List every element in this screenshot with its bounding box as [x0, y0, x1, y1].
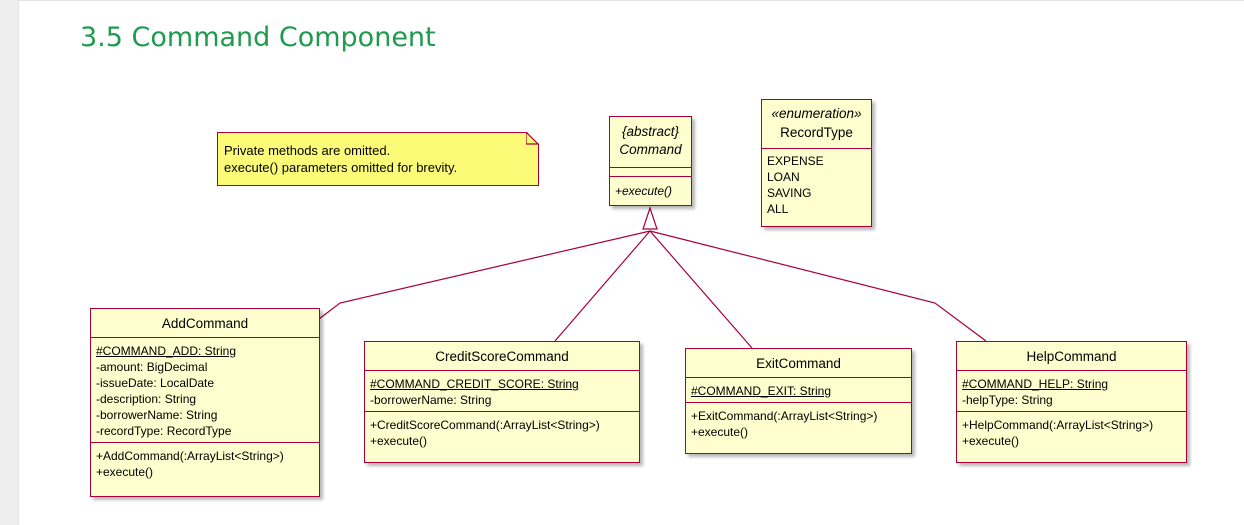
edge-helpcommand-to-command — [649, 230, 987, 342]
class-command-fields — [610, 168, 691, 177]
field: #COMMAND_CREDIT_SCORE: String — [370, 377, 579, 391]
class-creditscorecommand-fields: #COMMAND_CREDIT_SCORE: String -borrowerN… — [365, 371, 639, 411]
class-command-methods: +execute() — [610, 177, 691, 202]
class-exitcommand: ExitCommand #COMMAND_EXIT: String +ExitC… — [685, 348, 912, 454]
edge-creditscorecommand-to-command — [554, 230, 651, 342]
note-fold-corner — [526, 132, 539, 145]
class-addcommand-fields: #COMMAND_ADD: String -amount: BigDecimal… — [91, 338, 319, 442]
class-helpcommand-name: HelpCommand — [957, 342, 1186, 371]
field: -issueDate: LocalDate — [96, 376, 215, 390]
edge-addcommand-to-command — [318, 230, 651, 320]
class-command-stereotype: {abstract} — [621, 124, 680, 139]
enum-recordtype: «enumeration» RecordType EXPENSE LOAN SA… — [761, 99, 872, 227]
class-helpcommand-methods: +HelpCommand(:ArrayList<String>) +execut… — [957, 411, 1186, 452]
class-creditscorecommand-name: CreditScoreCommand — [365, 342, 639, 371]
field: -helpType: String — [962, 393, 1053, 407]
enum-value: SAVING — [767, 186, 812, 200]
method: +AddCommand(:ArrayList<String>) — [96, 449, 284, 463]
enum-recordtype-name: RecordType — [780, 125, 853, 140]
method: +execute() — [96, 465, 154, 479]
section-title: 3.5 Command Component — [80, 22, 436, 53]
class-helpcommand-fields: #COMMAND_HELP: String -helpType: String — [957, 371, 1186, 411]
enum-value: LOAN — [767, 170, 800, 184]
method: +execute() — [370, 434, 428, 448]
method: +execute() — [962, 434, 1020, 448]
method: +ExitCommand(:ArrayList<String>) — [691, 409, 878, 423]
enum-value: ALL — [767, 202, 789, 216]
class-helpcommand: HelpCommand #COMMAND_HELP: String -helpT… — [956, 341, 1187, 463]
edge-exitcommand-to-command — [649, 230, 753, 349]
field: -borrowerName: String — [370, 393, 492, 407]
class-creditscorecommand: CreditScoreCommand #COMMAND_CREDIT_SCORE… — [364, 341, 640, 463]
field: -recordType: RecordType — [96, 424, 232, 438]
left-margin-bar — [0, 0, 19, 525]
field: -borrowerName: String — [96, 408, 218, 422]
note-line-1: Private methods are omitted. — [224, 143, 391, 158]
enum-recordtype-stereotype: «enumeration» — [771, 106, 862, 121]
class-exitcommand-name: ExitCommand — [686, 349, 911, 378]
method: +HelpCommand(:ArrayList<String>) — [962, 418, 1154, 432]
top-divider — [18, 0, 1244, 1]
class-exitcommand-fields: #COMMAND_EXIT: String — [686, 378, 911, 402]
class-addcommand-name: AddCommand — [91, 309, 319, 338]
method: +execute() — [691, 425, 749, 439]
class-creditscorecommand-methods: +CreditScoreCommand(:ArrayList<String>) … — [365, 411, 639, 452]
enum-recordtype-values: EXPENSE LOAN SAVING ALL — [762, 149, 871, 220]
class-command: {abstract} Command +execute() — [609, 116, 692, 206]
method: +CreditScoreCommand(:ArrayList<String>) — [370, 418, 600, 432]
class-exitcommand-methods: +ExitCommand(:ArrayList<String>) +execut… — [686, 402, 911, 443]
inheritance-arrowhead — [642, 206, 658, 230]
class-command-method: +execute() — [615, 184, 673, 198]
field: #COMMAND_ADD: String — [96, 344, 237, 358]
field: -description: String — [96, 392, 197, 406]
class-command-name: Command — [619, 142, 682, 157]
field: #COMMAND_EXIT: String — [691, 384, 832, 398]
field: #COMMAND_HELP: String — [962, 377, 1109, 391]
class-addcommand: AddCommand #COMMAND_ADD: String -amount:… — [90, 308, 320, 497]
note-line-2: execute() parameters omitted for brevity… — [224, 160, 458, 175]
class-addcommand-methods: +AddCommand(:ArrayList<String>) +execute… — [91, 442, 319, 483]
field: -amount: BigDecimal — [96, 360, 208, 374]
enum-value: EXPENSE — [767, 154, 824, 168]
note-private-methods: Private methods are omitted. execute() p… — [217, 132, 539, 186]
